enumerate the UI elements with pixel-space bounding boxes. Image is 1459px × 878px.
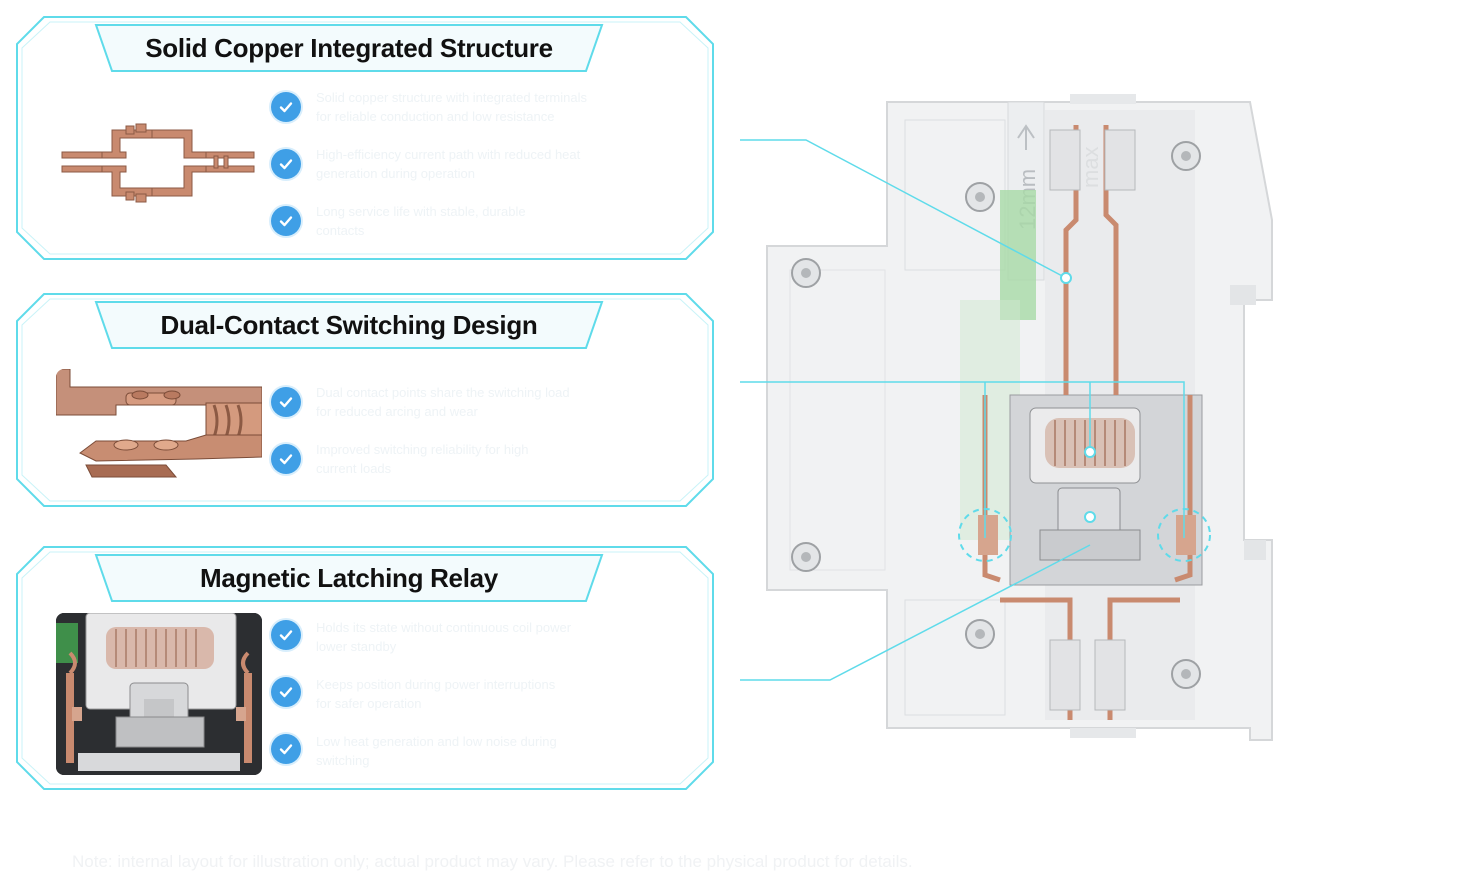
panel-title-tab <box>94 301 604 349</box>
check-icon <box>271 620 301 650</box>
dual-contact-icon <box>56 369 262 479</box>
check-icon <box>271 734 301 764</box>
feature-bullet: Dual contact points share the switching … <box>316 385 570 419</box>
din-rail-relay-icon: 12mm max <box>740 94 1273 741</box>
check-icon <box>271 92 301 122</box>
feature-bullet: Holds its state without continuous coil … <box>316 620 572 654</box>
feature-bullet: Keeps position during power interruption… <box>316 677 556 711</box>
feature-panel-copper-structure: Solid Copper Integrated Structure <box>16 16 714 260</box>
panel-title: Dual-Contact Switching Design <box>160 309 538 340</box>
panel-frame <box>16 16 714 260</box>
check-icon <box>271 149 301 179</box>
disclaimer-footnote: Note: internal layout for illustration o… <box>72 852 913 871</box>
feature-panel-latching-relay: Magnetic Latching Relay <box>16 546 714 790</box>
check-icon <box>271 387 301 417</box>
panel-title: Magnetic Latching Relay <box>200 562 498 593</box>
feature-bullet: Solid copper structure with integrated t… <box>316 90 587 124</box>
check-icon <box>271 444 301 474</box>
latching-relay-icon <box>56 613 262 775</box>
panel-title-tab <box>94 554 604 602</box>
feature-bullet: High-efficiency current path with reduce… <box>316 147 581 181</box>
panel-title: Solid Copper Integrated Structure <box>145 32 553 63</box>
panel-title-tab <box>94 24 604 72</box>
check-icon <box>271 206 301 236</box>
copper-busbar-icon <box>56 116 262 208</box>
feature-bullet: Low heat generation and low noise during… <box>316 734 557 768</box>
check-icon <box>271 677 301 707</box>
feature-panel-dual-contact: Dual-Contact Switching Design <box>16 293 714 507</box>
